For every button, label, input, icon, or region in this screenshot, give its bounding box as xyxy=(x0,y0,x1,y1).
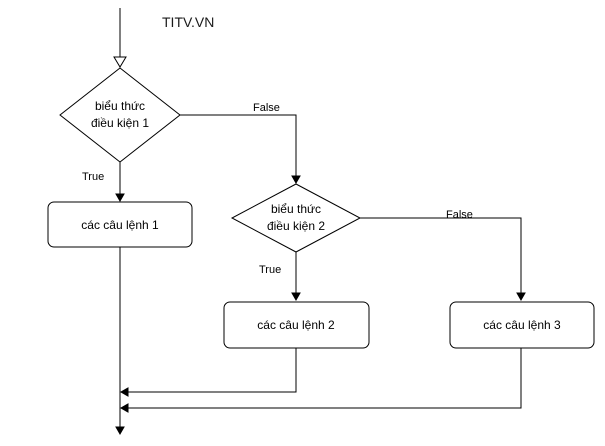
edge-d2-false-label: False xyxy=(446,209,473,221)
edge-d2-true: True xyxy=(259,252,301,302)
exit-connector xyxy=(115,247,125,436)
edge-d2-true-label: True xyxy=(259,264,281,276)
statement-box-3[interactable]: các câu lệnh 3 xyxy=(449,301,595,349)
edge-d2-false: False xyxy=(360,209,526,302)
statement-1-label: các câu lệnh 1 xyxy=(81,218,159,232)
decision-1-line1: biểu thức xyxy=(95,99,145,113)
statement-2-label: các câu lệnh 2 xyxy=(257,318,335,332)
edge-d1-false: False xyxy=(180,102,301,185)
decision-2[interactable]: biểu thức điều kiện 2 xyxy=(230,183,362,253)
decision-1-line2: điều kiện 1 xyxy=(91,116,149,130)
edge-d1-true: True xyxy=(82,162,125,203)
merge-edge-3 xyxy=(119,348,522,413)
edge-d1-true-label: True xyxy=(82,171,104,183)
statement-box-2[interactable]: các câu lệnh 2 xyxy=(223,301,370,349)
edge-d1-false-label: False xyxy=(253,102,280,114)
statement-3-label: các câu lệnh 3 xyxy=(483,318,561,332)
statement-box-1[interactable]: các câu lệnh 1 xyxy=(47,201,193,248)
decision-2-line1: biểu thức xyxy=(271,202,321,216)
decision-2-line2: điều kiện 2 xyxy=(267,219,325,233)
brand-watermark: TITV.VN xyxy=(162,14,214,30)
merge-edge-2 xyxy=(119,348,297,397)
decision-1[interactable]: biểu thức điều kiện 1 xyxy=(59,67,181,163)
entry-connector xyxy=(113,8,127,68)
